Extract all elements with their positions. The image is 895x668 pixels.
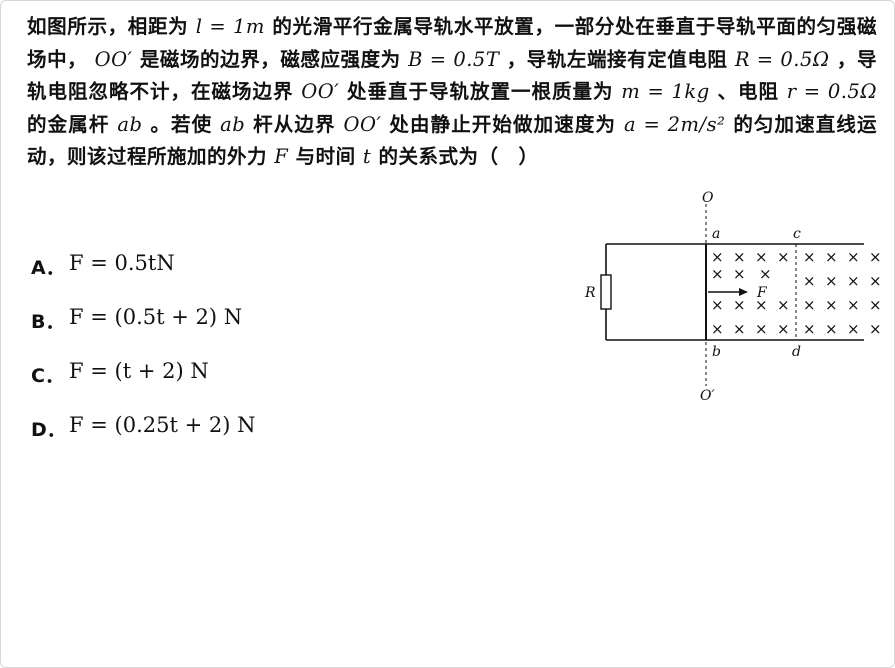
field-cross-icon: × <box>847 296 860 314</box>
field-cross-icon: × <box>777 248 790 266</box>
option-value: F = (0.5t + 2) N <box>69 305 243 329</box>
field-cross-icon: × <box>755 296 768 314</box>
field-cross-icon: × <box>733 320 746 338</box>
stem-text: 的光滑平行金属导轨水平放置，一部分处在垂直于导轨平面的匀强磁场中， <box>27 15 878 71</box>
option-key: C． <box>31 365 64 387</box>
field-cross-icon: × <box>803 320 816 338</box>
circuit-figure: R O O′ a b c d F ×××××××××××××××××××××××… <box>584 190 882 404</box>
field-cross-icon: × <box>777 296 790 314</box>
label-F: F <box>756 285 768 301</box>
field-cross-icon: × <box>733 248 746 266</box>
stem-text: 处由静止开始做加速度为 <box>381 112 625 136</box>
option-b[interactable]: B． F = (0.5t + 2) N <box>31 305 255 359</box>
math-ab: ab <box>117 112 143 136</box>
field-cross-icon: × <box>803 272 816 290</box>
stem-text: 的匀加速直线运动，则该过程所施加的外力 <box>27 112 878 169</box>
field-cross-icon: × <box>755 320 768 338</box>
answer-options: A． F = 0.5tN B． F = (0.5t + 2) N C． F = … <box>31 251 255 467</box>
stem-text: 杆从边界 <box>245 112 344 136</box>
label-R: R <box>584 285 596 301</box>
math-l: l = 1m <box>195 15 265 38</box>
stem-text: 的金属杆 <box>27 112 118 136</box>
math-b: B = 0.5T <box>408 47 500 71</box>
field-cross-icon: × <box>803 248 816 266</box>
option-key: D． <box>31 419 66 441</box>
field-cross-icon: × <box>869 296 882 314</box>
field-cross-icon: × <box>825 272 838 290</box>
field-cross-icon: × <box>825 248 838 266</box>
label-a: a <box>712 226 720 242</box>
label-O-prime: O′ <box>700 388 715 404</box>
stem-text: 处垂直于导轨放置一根质量为 <box>339 80 622 104</box>
option-a[interactable]: A． F = 0.5tN <box>31 251 255 305</box>
field-cross-icon: × <box>759 265 772 283</box>
field-cross-icon: × <box>869 248 882 266</box>
option-d[interactable]: D． F = (0.25t + 2) N <box>31 413 255 467</box>
resistor <box>600 274 612 310</box>
stem-text: 是磁场的边界，磁感应强度为 <box>132 47 409 71</box>
arrow-head-icon <box>739 288 748 296</box>
option-key: A． <box>31 257 65 279</box>
math-oo: OO′ <box>343 112 382 136</box>
math-f: F <box>274 145 289 169</box>
math-oo: OO′ <box>301 80 340 104</box>
stem-text: ，导轨电阻忽略不计，在磁场边界 <box>27 47 878 104</box>
option-value: F = (0.25t + 2) N <box>69 413 256 437</box>
math-t: t <box>362 145 372 169</box>
option-key: B． <box>31 311 65 333</box>
math-r: R = 0.5Ω <box>734 47 830 71</box>
label-d: d <box>792 344 801 360</box>
field-cross-icon: × <box>733 265 746 283</box>
option-value: F = (t + 2) N <box>69 359 209 383</box>
magnetic-field: ××××××××××××××××××××××××××××××× <box>711 248 882 338</box>
option-value: F = 0.5tN <box>69 251 175 275</box>
field-cross-icon: × <box>869 320 882 338</box>
math-oo: OO′ <box>94 47 133 71</box>
option-c[interactable]: C． F = (t + 2) N <box>31 359 255 413</box>
field-cross-icon: × <box>825 320 838 338</box>
field-cross-icon: × <box>847 272 860 290</box>
field-cross-icon: × <box>847 320 860 338</box>
stem-text: ，导轨左端接有定值电阻 <box>499 47 735 71</box>
field-cross-icon: × <box>711 248 724 266</box>
field-cross-icon: × <box>755 248 768 266</box>
field-cross-icon: × <box>825 296 838 314</box>
math-m: m = 1kg <box>621 80 710 104</box>
field-cross-icon: × <box>733 296 746 314</box>
math-ab: ab <box>220 112 246 136</box>
field-cross-icon: × <box>711 320 724 338</box>
label-b: b <box>712 344 721 360</box>
math-a: a = 2m/s² <box>624 112 726 136</box>
field-cross-icon: × <box>869 272 882 290</box>
field-cross-icon: × <box>777 320 790 338</box>
question-stem: 如图所示，相距为 l = 1m 的光滑平行金属导轨水平放置，一部分处在垂直于导轨… <box>27 11 877 174</box>
field-cross-icon: × <box>711 296 724 314</box>
field-cross-icon: × <box>803 296 816 314</box>
stem-text: 的关系式为（ ） <box>371 145 539 169</box>
stem-text: 。若使 <box>142 112 221 136</box>
label-O: O <box>702 190 714 206</box>
label-c: c <box>793 226 801 242</box>
stem-text: 、电阻 <box>709 80 787 104</box>
field-cross-icon: × <box>711 265 724 283</box>
stem-text: 与时间 <box>288 145 363 169</box>
field-cross-icon: × <box>847 248 860 266</box>
stem-text: 如图所示，相距为 <box>27 15 196 38</box>
math-rr: r = 0.5Ω <box>786 80 877 104</box>
